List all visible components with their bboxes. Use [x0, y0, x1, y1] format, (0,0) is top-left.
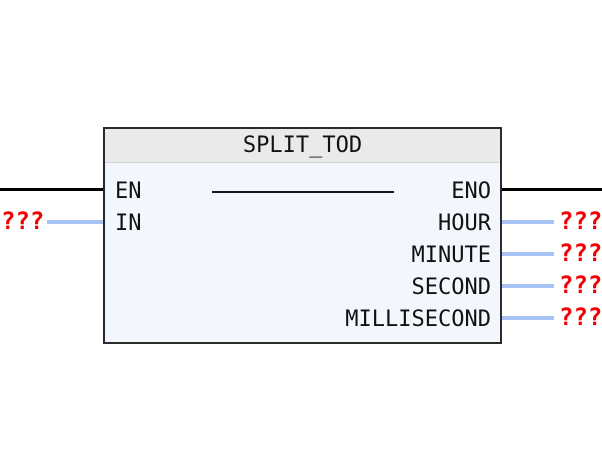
unassigned-variable-hour[interactable]: ??? — [559, 207, 602, 235]
unassigned-variable-millisecond[interactable]: ??? — [559, 303, 602, 331]
function-block-split-tod[interactable]: SPLIT_TOD EN IN ENO HOUR MINUTE SECOND M… — [103, 127, 502, 344]
unassigned-variable-second[interactable]: ??? — [559, 271, 602, 299]
unassigned-variable-minute[interactable]: ??? — [559, 239, 602, 267]
power-rail-left — [0, 188, 105, 191]
pin-label-en: EN — [115, 179, 142, 204]
en-eno-separator-line — [212, 191, 394, 193]
pin-label-minute: MINUTE — [411, 243, 491, 268]
wire-input-in[interactable] — [47, 220, 105, 224]
pin-label-millisecond: MILLISECOND — [345, 307, 491, 332]
power-rail-right — [499, 188, 602, 191]
wire-output-millisecond[interactable] — [500, 316, 554, 320]
pin-label-hour: HOUR — [438, 211, 491, 236]
pin-label-in: IN — [115, 211, 142, 236]
pin-label-eno: ENO — [451, 179, 491, 204]
wire-output-hour[interactable] — [500, 220, 554, 224]
wire-output-second[interactable] — [500, 284, 554, 288]
wire-output-minute[interactable] — [500, 252, 554, 256]
function-block-header — [105, 129, 500, 163]
unassigned-variable-in[interactable]: ??? — [1, 207, 45, 235]
pin-label-second: SECOND — [411, 275, 491, 300]
function-block-title: SPLIT_TOD — [242, 133, 363, 158]
